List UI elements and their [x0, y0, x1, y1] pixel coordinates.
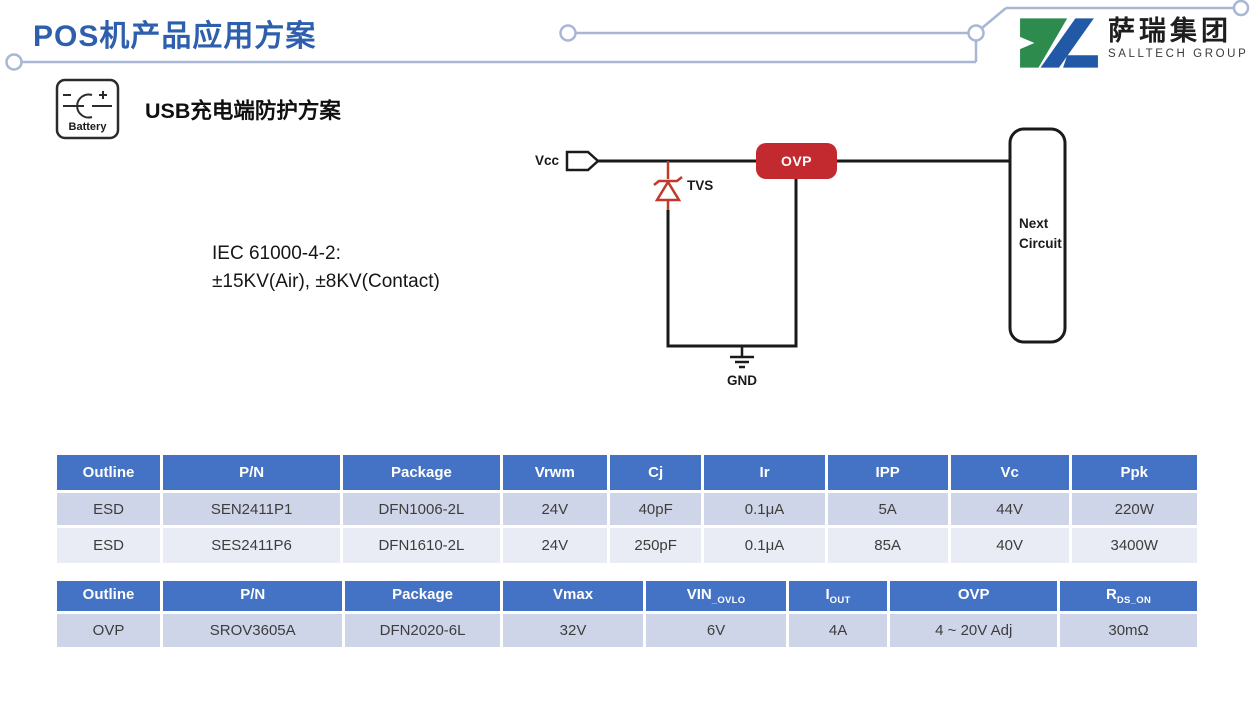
page-title: POS机产品应用方案 — [33, 20, 317, 53]
ovp-col-package: Package — [345, 581, 503, 614]
ovp-col-ovp: OVP — [890, 581, 1061, 614]
esd-col-cj: Cj — [609, 455, 705, 493]
vcc-label: Vcc — [535, 153, 560, 168]
scheme-heading-prefix: USB — [145, 99, 191, 123]
iec-standard-note: IEC 61000-4-2: ±15KV(Air), ±8KV(Contact) — [212, 240, 440, 296]
table-row: ESD SES2411P6 DFN1610-2L 24V 250pF 0.1μA… — [57, 528, 1197, 563]
cell: 85A — [827, 528, 951, 563]
cell: 32V — [502, 614, 647, 647]
logo-mark-icon — [1020, 18, 1098, 68]
cell: 0.1μA — [704, 493, 828, 528]
ovp-table-header-row: Outline P/N Package Vmax VIN_OVLO IOUT O… — [57, 581, 1197, 614]
cell: 220W — [1071, 493, 1197, 528]
cell: 40V — [950, 528, 1072, 563]
esd-col-ppk: Ppk — [1071, 455, 1197, 493]
next-circuit-block: Next Circuit — [1008, 127, 1067, 344]
cell: SEN2411P1 — [163, 493, 344, 528]
cell: 4 ~ 20V Adj — [890, 614, 1061, 647]
cell: SES2411P6 — [163, 528, 344, 563]
ovp-col-iout: IOUT — [788, 581, 891, 614]
battery-icon: Battery — [55, 78, 120, 140]
iec-standard-line1: IEC 61000-4-2: — [212, 243, 341, 264]
esd-col-pn: P/N — [163, 455, 344, 493]
cell: ESD — [57, 528, 164, 563]
cell: 3400W — [1071, 528, 1197, 563]
next-circuit-label-line1: Next — [1019, 216, 1049, 231]
esd-col-ipp: IPP — [827, 455, 951, 493]
esd-spec-table: Outline P/N Package Vrwm Cj Ir IPP Vc Pp… — [57, 455, 1197, 563]
next-circuit-label-line2: Circuit — [1019, 236, 1062, 251]
table-row: ESD SEN2411P1 DFN1006-2L 24V 40pF 0.1μA … — [57, 493, 1197, 528]
ovp-col-pn: P/N — [163, 581, 346, 614]
company-name-cn: 萨瑞集团 — [1108, 16, 1232, 46]
cell: 24V — [502, 528, 610, 563]
cell: 40pF — [609, 493, 705, 528]
protection-circuit-diagram: Vcc TVS OVP GND Next — [535, 127, 1067, 388]
cell: 250pF — [609, 528, 705, 563]
logo-text: 萨瑞集团 SALLTECH GROUP — [1108, 16, 1248, 60]
scheme-heading: USB充电端防护方案 — [145, 94, 341, 125]
cell: 24V — [502, 493, 610, 528]
cell: DFN1610-2L — [343, 528, 503, 563]
esd-col-package: Package — [343, 455, 503, 493]
cell: DFN2020-6L — [345, 614, 503, 647]
ovp-spec-table: Outline P/N Package Vmax VIN_OVLO IOUT O… — [57, 581, 1197, 647]
tvs-diode-symbol — [653, 161, 683, 210]
table-row: OVP SROV3605A DFN2020-6L 32V 6V 4A 4 ~ 2… — [57, 614, 1197, 647]
vcc-connector — [565, 150, 600, 172]
cell: 44V — [950, 493, 1072, 528]
cell: 30mΩ — [1060, 614, 1197, 647]
cell: OVP — [57, 614, 164, 647]
cell: 4A — [788, 614, 891, 647]
cell: 0.1μA — [704, 528, 828, 563]
iec-standard-line2: ±15KV(Air), ±8KV(Contact) — [212, 271, 440, 292]
battery-icon-caption: Battery — [69, 121, 108, 133]
cell: SROV3605A — [163, 614, 346, 647]
ovp-block-label: OVP — [781, 153, 812, 169]
cell: DFN1006-2L — [343, 493, 503, 528]
esd-table-header-row: Outline P/N Package Vrwm Cj Ir IPP Vc Pp… — [57, 455, 1197, 493]
ovp-col-outline: Outline — [57, 581, 164, 614]
esd-col-vrwm: Vrwm — [502, 455, 610, 493]
cell: 6V — [646, 614, 789, 647]
ovp-col-vmax: Vmax — [502, 581, 647, 614]
ovp-col-vin-ovlo: VIN_OVLO — [646, 581, 789, 614]
esd-col-outline: Outline — [57, 455, 164, 493]
esd-col-vc: Vc — [950, 455, 1072, 493]
gnd-label: GND — [727, 373, 757, 388]
cell: 5A — [827, 493, 951, 528]
scheme-heading-suffix: 充电端防护方案 — [190, 99, 341, 123]
ovp-block: OVP — [756, 143, 837, 179]
cell: ESD — [57, 493, 164, 528]
esd-col-ir: Ir — [704, 455, 828, 493]
company-logo: 萨瑞集团 SALLTECH GROUP — [1018, 16, 1248, 70]
company-name-en: SALLTECH GROUP — [1108, 48, 1249, 60]
ovp-col-rdson: RDS_ON — [1060, 581, 1197, 614]
ground-symbol-icon — [730, 346, 754, 369]
tvs-label: TVS — [687, 178, 713, 193]
